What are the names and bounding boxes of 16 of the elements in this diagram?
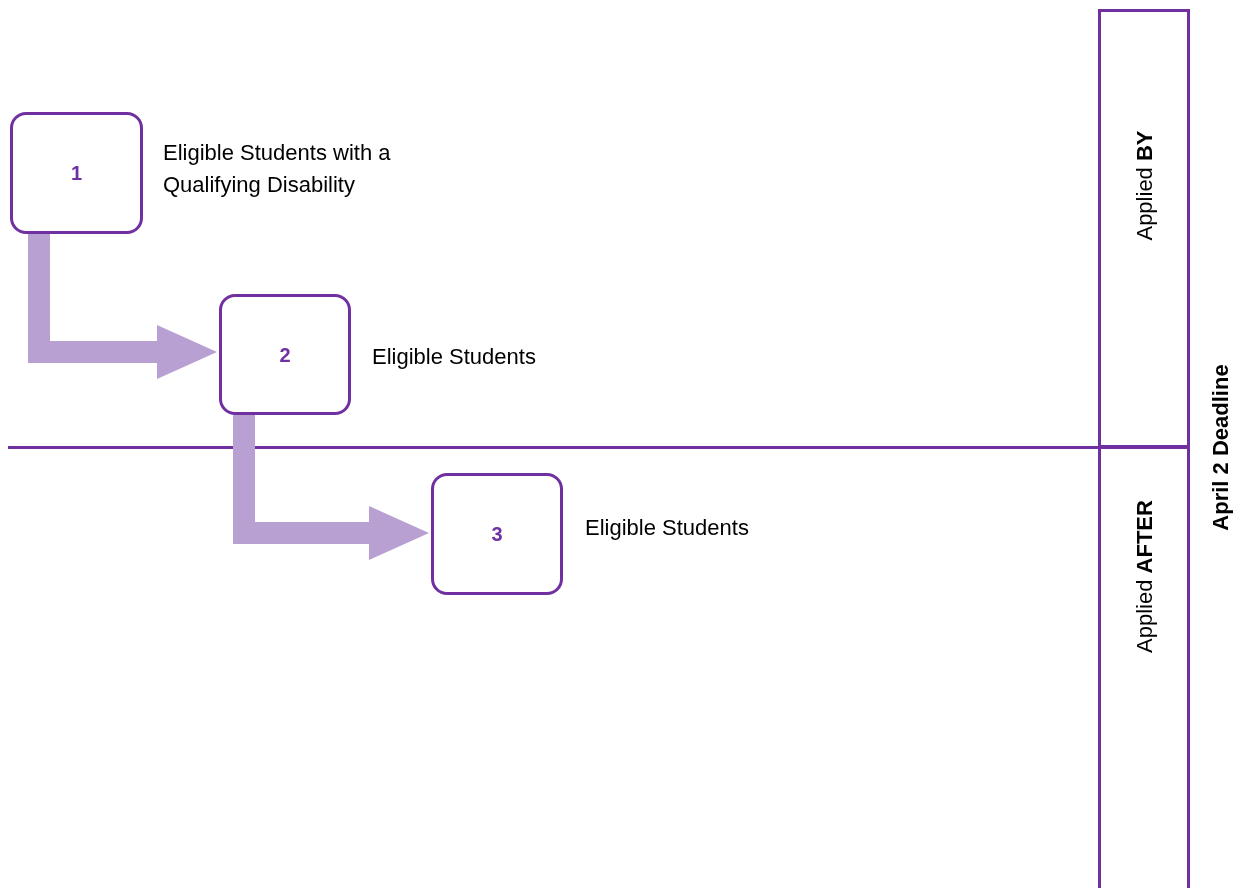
band-label: Applied BY bbox=[1130, 130, 1158, 241]
step-box bbox=[431, 473, 563, 595]
arrow bbox=[233, 415, 429, 560]
step-number: 1 bbox=[70, 161, 83, 186]
arrow bbox=[28, 234, 217, 379]
timeline-band bbox=[1098, 446, 1190, 888]
timeline-band bbox=[1098, 9, 1190, 448]
band-label: Applied AFTER bbox=[1130, 499, 1158, 653]
step-description: Eligible Students bbox=[372, 343, 537, 371]
deadline-label: April 2 Deadline bbox=[1207, 363, 1234, 531]
step-number: 2 bbox=[279, 342, 291, 368]
step-box bbox=[10, 112, 143, 234]
step-box bbox=[219, 294, 351, 415]
step-description: Eligible Students bbox=[585, 514, 750, 542]
step-number: 3 bbox=[491, 522, 503, 547]
step-description: Eligible Students with a Qualifying Disability bbox=[163, 139, 392, 199]
